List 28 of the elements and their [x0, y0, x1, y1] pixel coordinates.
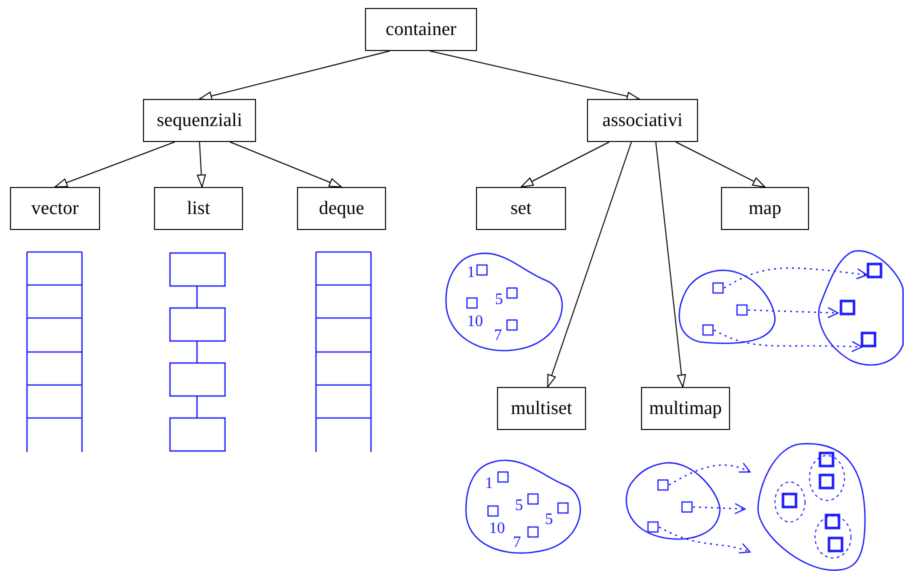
arrow: [199, 50, 390, 100]
category-box: sequenziali: [143, 99, 256, 142]
element-value: 5: [545, 512, 553, 528]
element-value: 7: [513, 535, 521, 551]
category-box: associativi: [587, 99, 698, 142]
category-box: vector: [10, 187, 100, 230]
element-value: 7: [494, 328, 502, 344]
category-box: set: [476, 187, 566, 230]
category-box: map: [721, 187, 809, 230]
arrow: [54, 142, 176, 188]
arrow: [230, 142, 342, 188]
arrow: [520, 142, 610, 188]
element-value: 10: [467, 314, 483, 330]
element-value: 5: [515, 498, 523, 514]
element-value: 1: [467, 265, 475, 281]
element-value: 10: [489, 521, 505, 537]
arrow: [547, 142, 632, 388]
element-value: 1: [485, 476, 493, 492]
category-box: container: [365, 8, 477, 51]
arrow: [196, 142, 206, 188]
arrow: [655, 142, 686, 388]
category-box: deque: [297, 187, 386, 230]
category-box: list: [154, 187, 243, 230]
category-box: multimap: [641, 387, 730, 430]
category-box: multiset: [497, 387, 586, 430]
arrow: [429, 50, 640, 101]
element-value: 5: [495, 292, 503, 308]
arrow: [675, 142, 766, 188]
